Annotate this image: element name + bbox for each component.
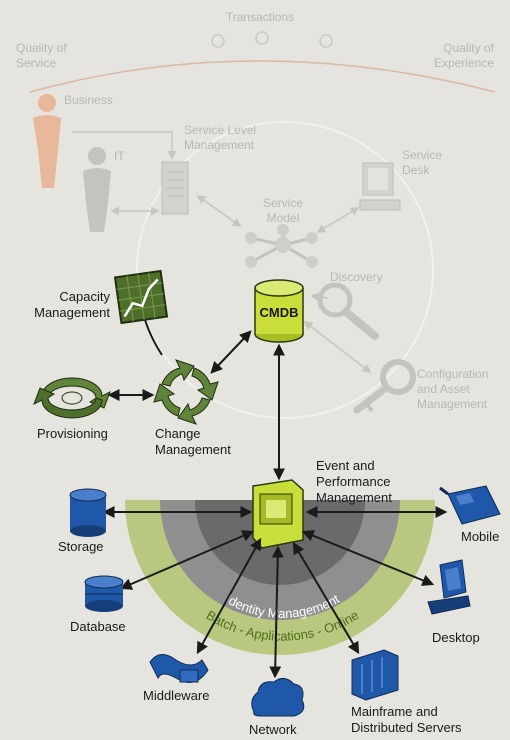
quality-experience-line1: Quality of <box>443 41 494 55</box>
discovery-label: Discovery <box>330 270 383 284</box>
middleware-label: Middleware <box>143 688 209 703</box>
service-cycle-circle <box>136 121 434 419</box>
capacity-chart-icon <box>113 269 169 325</box>
desktop-computer-icon <box>427 559 471 615</box>
transaction-dot <box>319 34 333 48</box>
mainframe-line2: Distributed Servers <box>351 720 462 735</box>
change-recycle-icon <box>153 359 219 425</box>
device-arrows <box>102 506 448 679</box>
network-label: Network <box>249 722 297 737</box>
transaction-dot <box>211 34 225 48</box>
provisioning-cycle-icon <box>33 377 111 419</box>
middleware-pipes-icon <box>149 654 209 683</box>
transactions-label: Transactions <box>226 10 294 24</box>
event-line3: Management <box>316 490 392 505</box>
mainframe-line1: Mainframe and <box>351 704 438 719</box>
capacity-line1: Capacity <box>59 289 110 304</box>
quality-service-line1: Quality of <box>16 41 67 55</box>
slm-label-line2: Management <box>184 138 255 152</box>
event-line2: Performance <box>316 474 390 489</box>
database-label: Database <box>70 619 126 634</box>
service-level-document-icon <box>161 161 189 215</box>
quality-service-line2: Service <box>16 56 56 70</box>
discovery-magnifier-icon <box>317 282 379 340</box>
event-line1: Event and <box>316 458 375 473</box>
config-line2: and Asset <box>417 382 470 396</box>
desktop-label: Desktop <box>432 630 480 645</box>
change-cmdb-arrow <box>210 330 252 374</box>
database-stack-icon <box>84 575 124 612</box>
change-line1: Change <box>155 426 201 441</box>
service-desk-line2: Desk <box>402 163 430 177</box>
service-model-line2: Model <box>267 211 300 225</box>
mobile-label: Mobile <box>461 529 499 544</box>
config-line1: Configuration <box>417 367 488 381</box>
event-monitor-icon <box>252 479 304 549</box>
quality-band: Transactions Quality of Service Quality … <box>16 10 496 93</box>
configuration-key-icon <box>353 359 416 414</box>
business-label: Business <box>64 93 113 107</box>
service-model-line1: Service <box>263 196 303 210</box>
provisioning-label: Provisioning <box>37 426 108 441</box>
mobile-phone-icon <box>439 485 501 525</box>
slm-label-line1: Service Level <box>184 123 256 137</box>
cmdb-database-icon <box>254 279 304 343</box>
transaction-dot <box>255 31 269 45</box>
mainframe-server-icon <box>351 649 399 701</box>
it-label: IT <box>114 149 125 163</box>
network-cloud-icon <box>251 678 305 717</box>
change-line2: Management <box>155 442 231 457</box>
service-model-icon <box>245 224 318 268</box>
config-line3: Management <box>417 397 488 411</box>
service-desk-line1: Service <box>402 148 442 162</box>
quality-experience-line2: Experience <box>434 56 494 70</box>
storage-cylinder-icon <box>69 488 107 537</box>
cmdb-label: CMDB <box>260 305 299 320</box>
it-person-icon <box>83 147 111 232</box>
service-desk-icon <box>359 162 401 211</box>
storage-label: Storage <box>58 539 104 554</box>
capacity-line2: Management <box>34 305 110 320</box>
business-person-icon <box>33 94 61 188</box>
